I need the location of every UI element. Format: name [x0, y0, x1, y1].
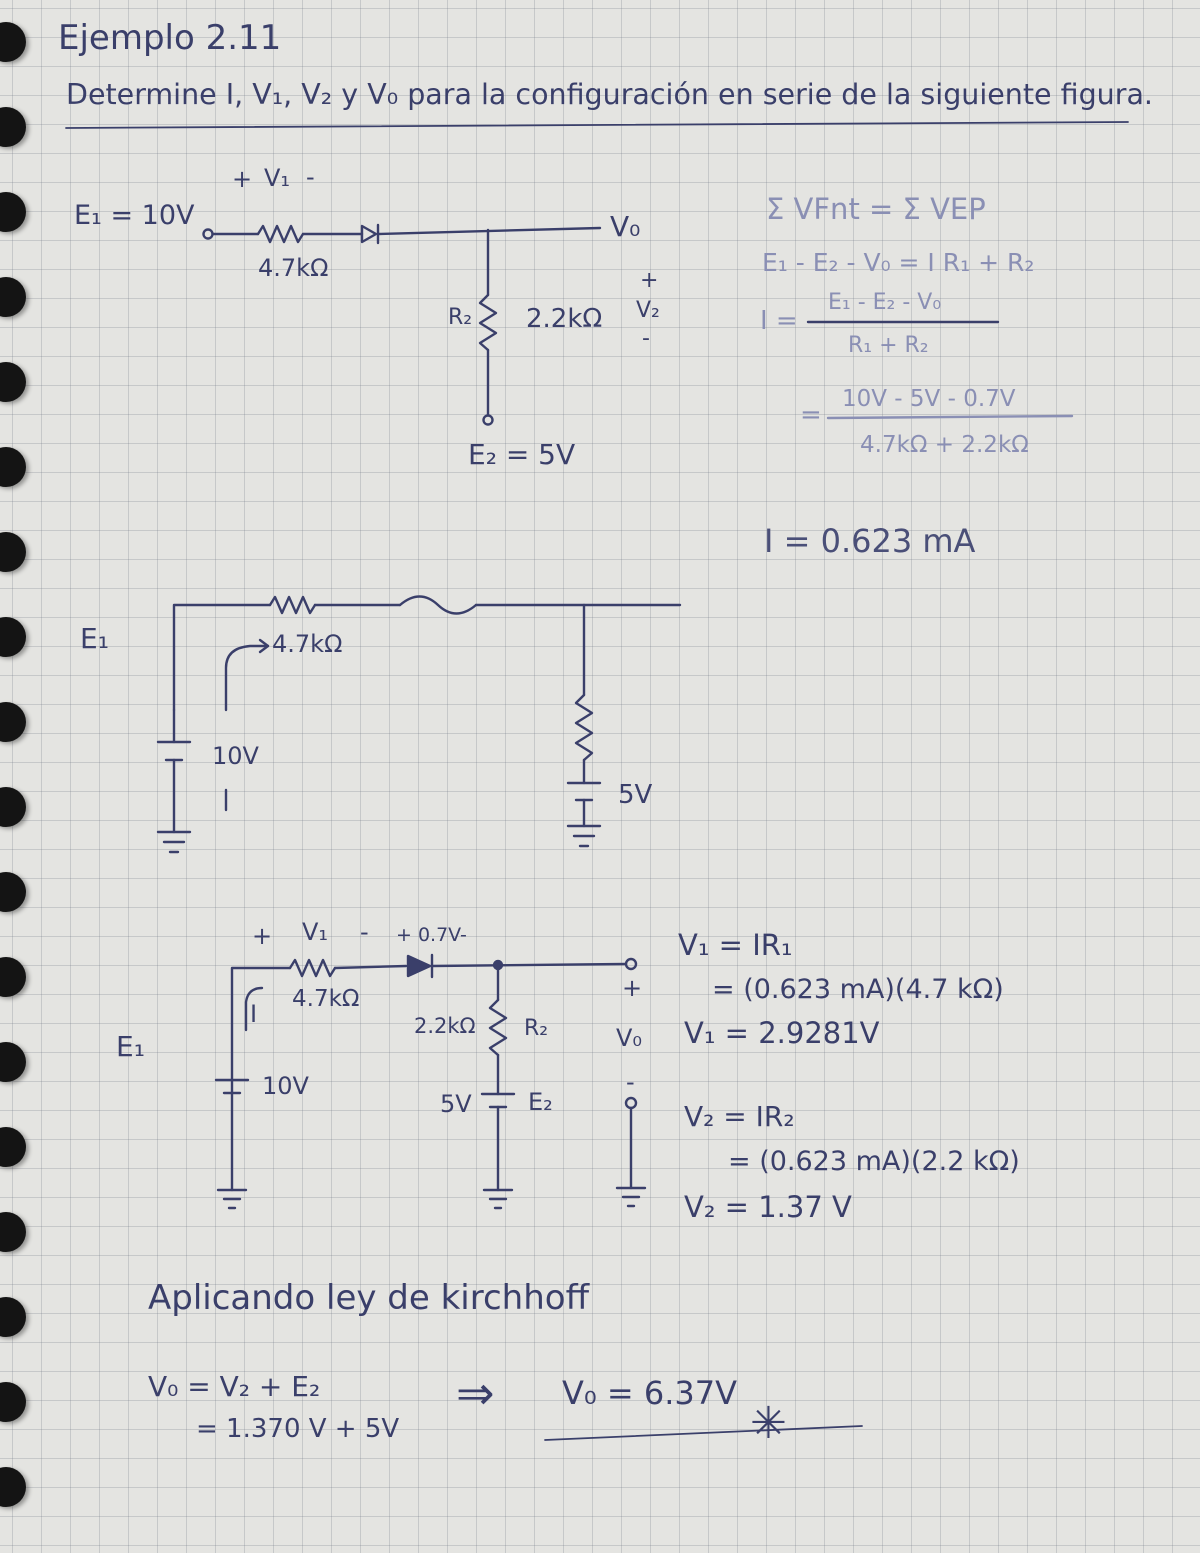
e1-terminal: [202, 228, 214, 240]
kvl-expanded: E₁ - E₂ - V₀ = I R₁ + R₂: [762, 248, 1035, 277]
ground: [615, 1186, 647, 1208]
denominator-1: R₁ + R₂: [848, 333, 929, 358]
v1-minus: -: [306, 163, 315, 191]
current-label: I: [250, 1000, 258, 1028]
source-10v-2: 10V: [212, 742, 259, 770]
source-5v-2: 5V: [618, 780, 653, 810]
denominator-2: 4.7kΩ + 2.2kΩ: [860, 432, 1029, 458]
current-result: I = 0.623 mA: [764, 522, 976, 560]
v2-plus: +: [640, 268, 659, 293]
title-underline: [65, 121, 1129, 129]
r2-name: R₂: [448, 305, 473, 330]
resistor-r1: [256, 224, 305, 244]
vo-label: V₀: [610, 210, 641, 243]
resistor-r1: [288, 958, 337, 978]
e1-label: E₁ = 10V: [74, 200, 195, 231]
circuit-3-schematic: [214, 953, 647, 1210]
v2-formula: V₂ = IR₂: [684, 1100, 795, 1133]
v2-label: V₂: [636, 298, 660, 323]
numerator-2: 10V - 5V - 0.7V: [842, 386, 1016, 412]
current-lhs: I =: [760, 306, 798, 336]
circuit-1-schematic: [202, 223, 602, 426]
wavy-wire: [398, 595, 478, 615]
r2-name-3: R₂: [524, 1016, 549, 1041]
v2-result: V₂ = 1.37 V: [684, 1190, 852, 1224]
circuit-2-schematic: [156, 595, 682, 854]
ground: [156, 830, 192, 854]
vo-equation: V₀ = V₂ + E₂: [148, 1370, 321, 1403]
numerator-1: E₁ - E₂ - V₀: [828, 290, 942, 315]
v2-minus: -: [642, 326, 650, 351]
page-title: Ejemplo 2.11: [58, 18, 282, 58]
v1-substitution: = (0.623 mA)(4.7 kΩ): [712, 974, 1004, 1005]
resistor-r2: [478, 293, 498, 352]
vo-minus-3: -: [626, 1068, 635, 1096]
final-underline: [544, 1425, 863, 1441]
diode-body: [406, 954, 432, 978]
kvl-sum: Σ VFnt = Σ VEP: [766, 192, 986, 226]
implies-arrow: ⇒: [456, 1366, 495, 1420]
ground: [482, 1188, 514, 1210]
diode-body: [360, 224, 378, 244]
v1-plus-3: +: [252, 922, 273, 950]
wire: [430, 962, 628, 968]
v1-minus-3: -: [360, 918, 369, 946]
wire: [230, 966, 292, 1082]
resistor: [268, 595, 317, 615]
vo-terminal-bottom: [624, 1096, 638, 1110]
source-10v-3: 10V: [262, 1072, 309, 1100]
v1-formula: V₁ = IR₁: [678, 928, 793, 962]
r2-value: 2.2kΩ: [526, 304, 603, 334]
r1-value-2: 4.7kΩ: [272, 630, 343, 658]
v1-label: V₁: [264, 164, 291, 192]
e2-terminal: [482, 414, 494, 426]
r2-value-3: 2.2kΩ: [414, 1014, 476, 1038]
ground: [566, 824, 602, 848]
ground: [216, 1188, 248, 1210]
fraction-bar: [826, 414, 1074, 420]
resistor-r2: [488, 998, 508, 1057]
resistor: [574, 693, 594, 762]
current-arrow: [244, 986, 264, 1032]
v2-substitution: = (0.623 mA)(2.2 kΩ): [728, 1146, 1020, 1177]
vo-terminal-top: [624, 957, 638, 971]
equals-2: =: [800, 400, 822, 430]
e1-label-3: E₁: [116, 1030, 145, 1063]
e2-value-3: 5V: [440, 1090, 472, 1118]
v1-result: V₁ = 2.9281V: [684, 1016, 880, 1050]
current-arrow: [224, 644, 270, 712]
r1-value: 4.7kΩ: [258, 254, 329, 282]
wire: [172, 603, 272, 712]
r1-value-3: 4.7kΩ: [292, 986, 360, 1012]
v1-label-3: V₁: [302, 918, 329, 946]
star-mark: ✳: [750, 1398, 787, 1449]
wire: [333, 964, 408, 970]
e2-name-3: E₂: [528, 1088, 553, 1116]
diode-drop-label: + 0.7V-: [396, 924, 467, 946]
v1-plus: +: [232, 165, 253, 193]
vo-label-3: V₀: [616, 1024, 643, 1052]
vo-plus-3: +: [622, 974, 643, 1002]
e1-label-2: E₁: [80, 622, 109, 655]
current-arrow-head: [258, 638, 270, 654]
vo-substitution: = 1.370 V + 5V: [196, 1414, 400, 1444]
problem-statement: Determine I, V₁, V₂ y V₀ para la configu…: [66, 78, 1153, 111]
kirchhoff-heading: Aplicando ley de kirchhoff: [148, 1278, 589, 1318]
e2-label: E₂ = 5V: [468, 438, 576, 471]
final-answer: V₀ = 6.37V: [562, 1374, 738, 1412]
